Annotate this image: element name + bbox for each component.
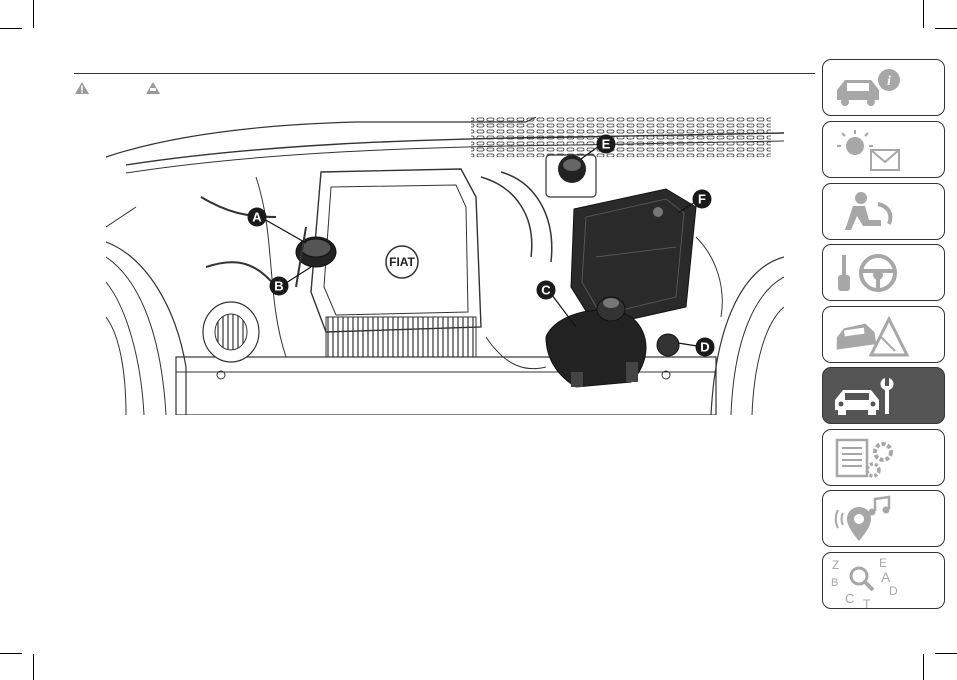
crop-mark-bottom-right bbox=[923, 654, 924, 680]
tab-dashboard-lights[interactable] bbox=[822, 121, 945, 178]
music-location-icon bbox=[834, 495, 891, 541]
crop-mark-top-left bbox=[33, 0, 34, 28]
callout-f: F bbox=[677, 189, 712, 214]
warning-triangle-icon bbox=[75, 82, 89, 94]
crop-mark-top-right-h bbox=[935, 28, 957, 29]
car-breakdown-warning-triangle-icon bbox=[836, 315, 910, 357]
svg-text:C: C bbox=[541, 283, 551, 298]
svg-text:D: D bbox=[889, 584, 898, 598]
tab-technical-data[interactable] bbox=[822, 429, 945, 486]
crop-mark-bottom-left bbox=[33, 654, 34, 680]
warning-light-message-icon bbox=[837, 130, 900, 171]
svg-text:D: D bbox=[700, 340, 709, 355]
crop-mark-top-right bbox=[923, 0, 924, 28]
header-rule bbox=[74, 73, 815, 74]
seat-airbag-icon bbox=[845, 192, 893, 230]
tab-starting-and-driving[interactable] bbox=[822, 244, 945, 301]
callout-d: D bbox=[677, 337, 715, 357]
svg-text:E: E bbox=[879, 556, 887, 570]
svg-text:C: C bbox=[845, 591, 854, 606]
callout-e: E bbox=[580, 134, 616, 160]
crop-mark-bottom-right-h bbox=[935, 653, 957, 654]
svg-text:B: B bbox=[831, 577, 838, 589]
alphabet-search-icon: Z E A B C D T bbox=[831, 556, 898, 610]
car-wrench-icon bbox=[835, 378, 894, 415]
tab-index[interactable]: Z E A B C D T bbox=[822, 552, 945, 610]
tab-servicing-and-maintenance[interactable] bbox=[822, 367, 945, 424]
tab-safety[interactable] bbox=[822, 183, 945, 240]
svg-text:F: F bbox=[698, 192, 706, 207]
svg-text:A: A bbox=[881, 569, 891, 585]
key-steering-wheel-icon bbox=[838, 254, 897, 292]
tab-in-an-emergency[interactable] bbox=[822, 306, 945, 363]
crop-mark-top-left-h bbox=[0, 28, 22, 29]
svg-text:A: A bbox=[252, 210, 262, 225]
callout-a: A bbox=[247, 207, 307, 244]
callout-c: C bbox=[536, 280, 577, 328]
svg-text:E: E bbox=[602, 137, 611, 152]
svg-text:T: T bbox=[863, 597, 871, 610]
svg-text:Z: Z bbox=[832, 558, 839, 572]
crop-mark-bottom-left-h bbox=[0, 653, 22, 654]
svg-text:i: i bbox=[887, 74, 891, 89]
car-info-icon: i bbox=[837, 69, 900, 106]
caution-triangle-icon bbox=[146, 82, 160, 94]
fiat-logo-text: FIAT bbox=[389, 255, 415, 269]
tab-multimedia[interactable] bbox=[822, 490, 945, 547]
callout-b: B bbox=[269, 266, 312, 296]
svg-text:B: B bbox=[274, 279, 283, 294]
engine-compartment-illustration: FIAT A bbox=[106, 117, 784, 415]
tab-knowing-the-car[interactable]: i bbox=[822, 59, 945, 116]
list-gears-icon bbox=[835, 438, 893, 478]
